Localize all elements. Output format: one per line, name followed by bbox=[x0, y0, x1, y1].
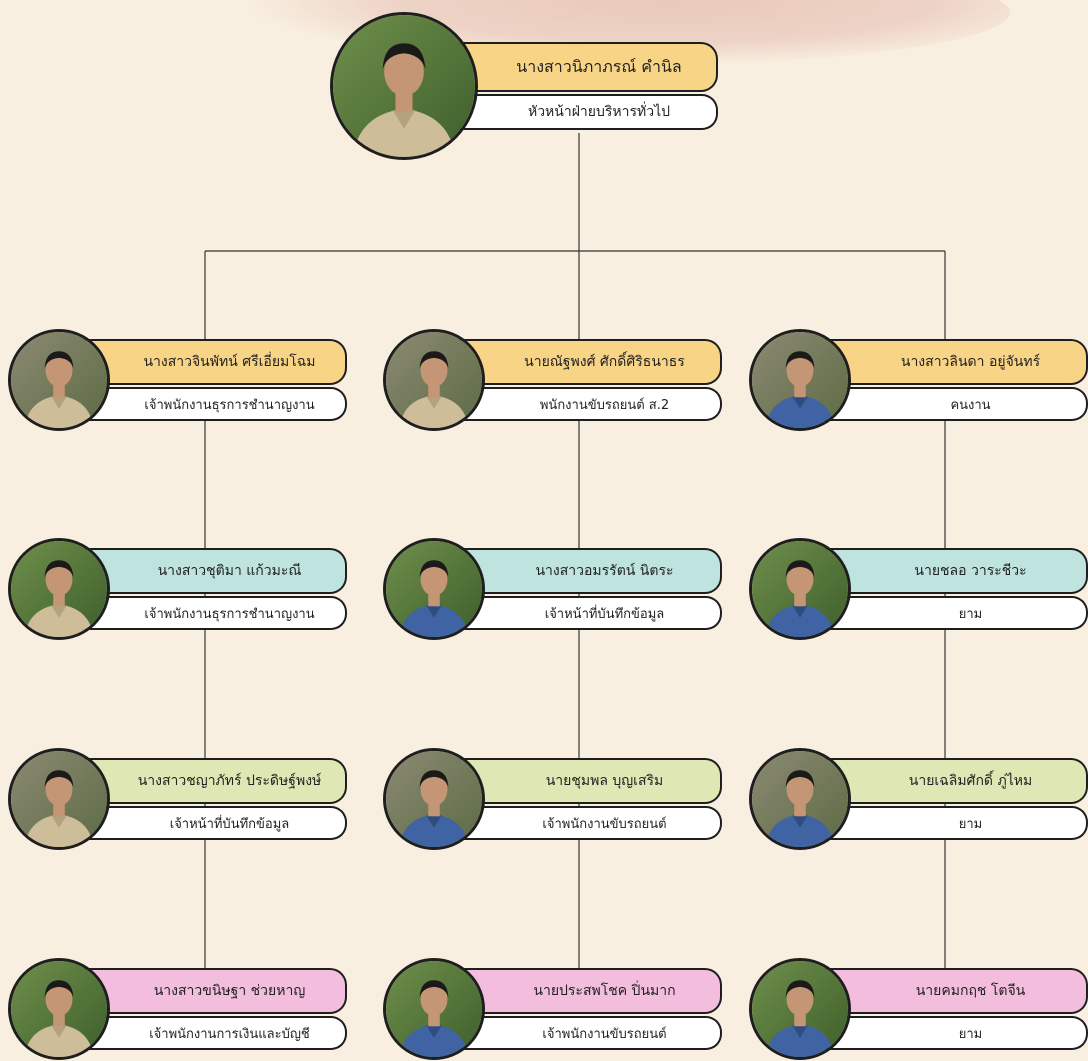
person-card-c3-r2: นายชลอ วาระชีวะยาม bbox=[749, 538, 1088, 640]
person-card-c2-r1: นายณัฐพงศ์ ศักดิ์ศิริธนาธรพนักงานขับรถยน… bbox=[383, 329, 722, 431]
person-role: เจ้าพนักงานการเงินและบัญชี bbox=[59, 1016, 347, 1050]
portrait-photo bbox=[330, 12, 478, 160]
person-card-c2-r3: นายชุมพล บุญเสริมเจ้าพนักงานขับรถยนต์ bbox=[383, 748, 722, 850]
person-card-c1-r4: นางสาวขนิษฐา ช่วยหาญเจ้าพนักงานการเงินแล… bbox=[8, 958, 347, 1060]
person-card-head: นางสาวนิภาภรณ์ คำนิลหัวหน้าฝ่ายบริหารทั่… bbox=[330, 12, 718, 160]
person-name: นายณัฐพงศ์ ศักดิ์ศิริธนาธร bbox=[434, 339, 722, 385]
person-name: นายชลอ วาระชีวะ bbox=[800, 548, 1088, 594]
portrait-photo bbox=[383, 958, 485, 1060]
person-card-c3-r4: นายคมกฤช โตจีนยาม bbox=[749, 958, 1088, 1060]
person-card-c1-r3: นางสาวชญาภัทร์ ประดิษฐ์พงษ์เจ้าหน้าที่บั… bbox=[8, 748, 347, 850]
portrait-photo bbox=[383, 748, 485, 850]
portrait-photo bbox=[749, 538, 851, 640]
portrait-photo bbox=[749, 748, 851, 850]
portrait-photo bbox=[8, 748, 110, 850]
person-role: ยาม bbox=[800, 806, 1088, 840]
portrait-photo bbox=[749, 958, 851, 1060]
portrait-photo bbox=[8, 958, 110, 1060]
portrait-photo bbox=[383, 329, 485, 431]
person-role: เจ้าพนักงานธุรการชำนาญงาน bbox=[59, 596, 347, 630]
person-card-c1-r1: นางสาวจินพัทน์ ศรีเอี่ยมโฉมเจ้าพนักงานธุ… bbox=[8, 329, 347, 431]
person-card-c3-r1: นางสาวลินดา อยู่จันทร์คนงาน bbox=[749, 329, 1088, 431]
person-card-c3-r3: นายเฉลิมศักดิ์ ภู่ไหมยาม bbox=[749, 748, 1088, 850]
person-card-c1-r2: นางสาวชุติมา แก้วมะณีเจ้าพนักงานธุรการชำ… bbox=[8, 538, 347, 640]
person-role: พนักงานขับรถยนต์ ส.2 bbox=[434, 387, 722, 421]
person-card-c2-r2: นางสาวอมรรัตน์ นิตระเจ้าหน้าที่บันทึกข้อ… bbox=[383, 538, 722, 640]
portrait-photo bbox=[8, 329, 110, 431]
person-card-c2-r4: นายประสพโชค ปิ่นมากเจ้าพนักงานขับรถยนต์ bbox=[383, 958, 722, 1060]
portrait-photo bbox=[383, 538, 485, 640]
portrait-photo bbox=[8, 538, 110, 640]
portrait-photo bbox=[749, 329, 851, 431]
